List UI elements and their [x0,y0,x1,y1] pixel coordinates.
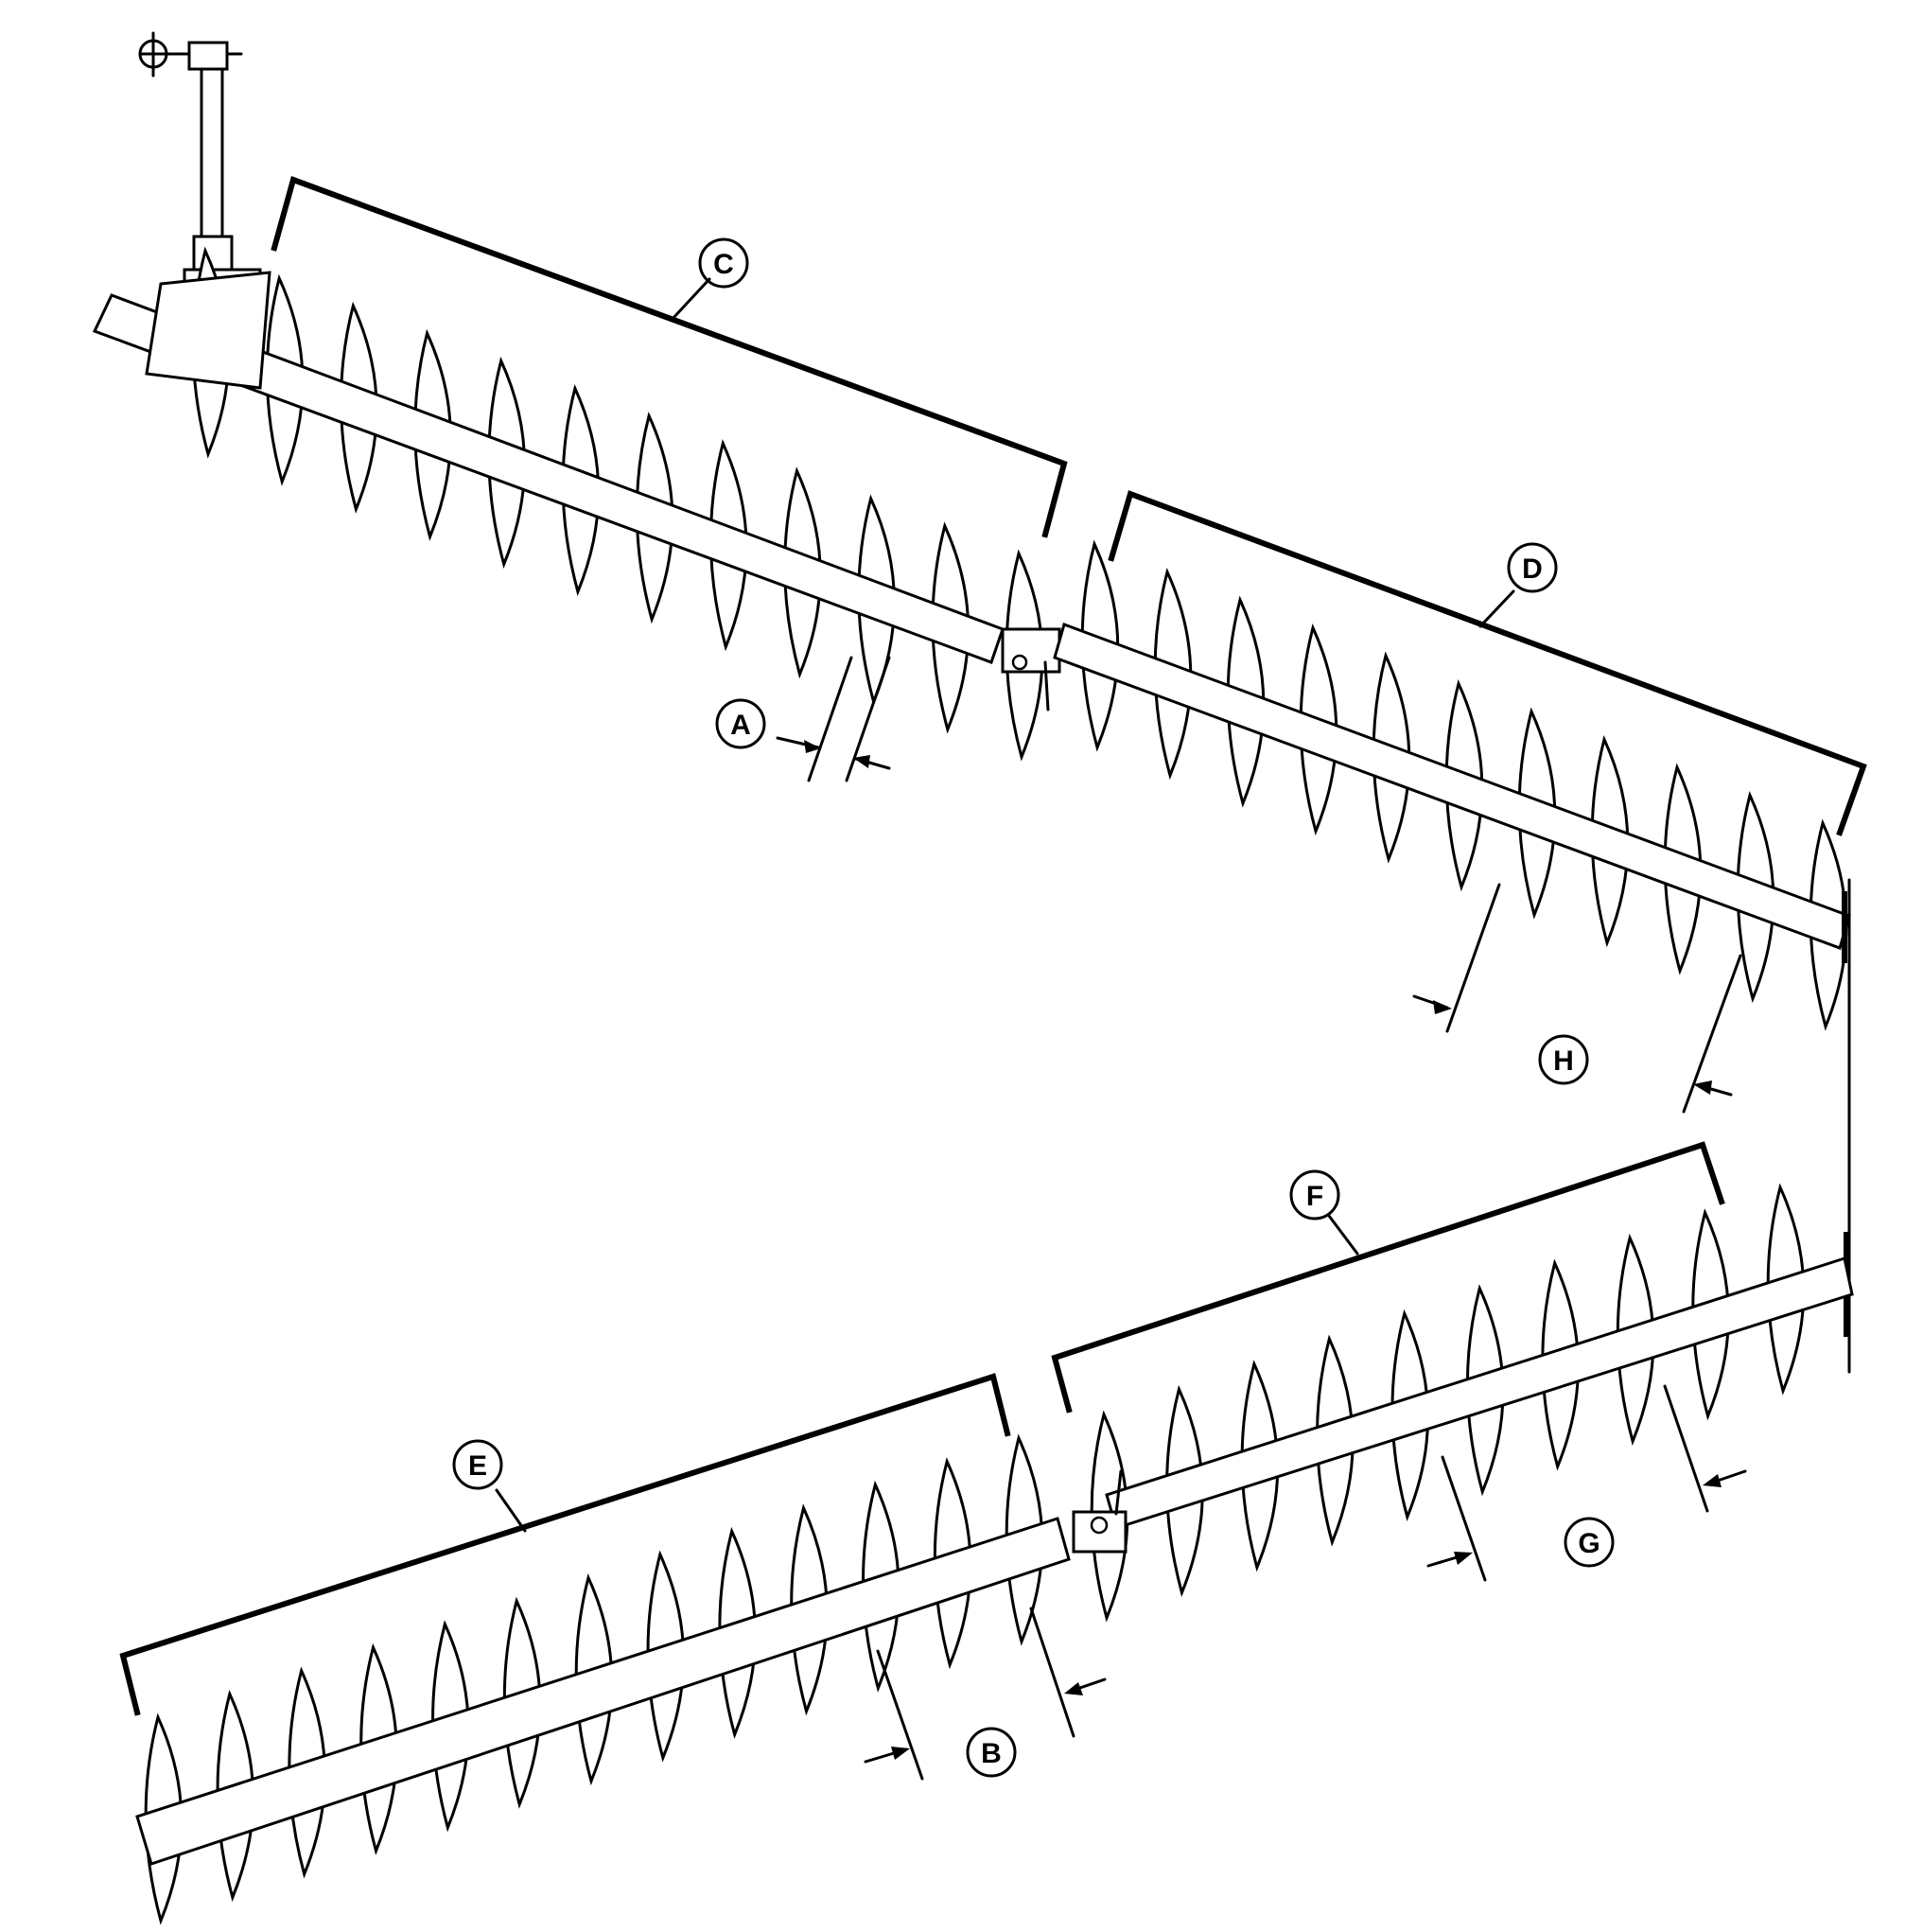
callout-e: E [452,1439,503,1490]
callout-b-label: B [981,1738,1002,1769]
gang-d-tube [1053,623,1851,950]
callout-e-label: E [468,1450,487,1482]
callout-f-label: F [1306,1181,1323,1212]
hitch-mast [138,31,262,285]
bracket-e [119,1373,1011,1716]
right-frame [1842,878,1851,1374]
callout-d: D [1507,542,1558,593]
callout-a: A [715,698,766,749]
callout-h: H [1538,1034,1589,1085]
dimension-g [1426,1384,1747,1582]
callout-g: G [1564,1517,1615,1568]
bracket-d [1108,490,1867,836]
gang-e-tube [135,1517,1071,1866]
bracket-c [271,176,1068,538]
coupling-cd [1001,627,1061,711]
dimension-h [1412,883,1742,1114]
dimension-b [864,1607,1107,1781]
dimension-a [776,656,891,782]
gang-f-tube [1105,1256,1854,1530]
callout-f: F [1289,1169,1340,1221]
gang-e [135,1433,1071,1925]
coupling-ef [1072,1469,1128,1554]
callout-h-label: H [1553,1045,1574,1077]
gang-c [92,246,1044,762]
gang-d [1053,539,1851,1031]
callout-c: C [698,237,749,289]
callout-b: B [966,1727,1017,1778]
callout-d-label: D [1522,553,1543,585]
gang-c-bearing-block [145,271,271,390]
gang-f [1090,1183,1854,1623]
callout-a-label: A [730,710,751,741]
bracket-f [1051,1141,1725,1414]
callout-c-label: C [713,249,734,280]
callout-g-label: G [1578,1528,1600,1559]
